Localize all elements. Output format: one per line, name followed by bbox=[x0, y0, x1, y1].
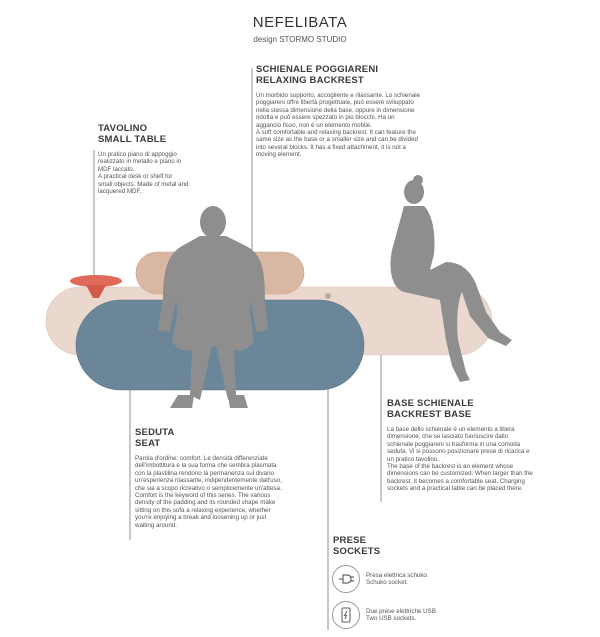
usb-socket-text: Due prese elettriche USB. Two USB socket… bbox=[366, 607, 438, 622]
backrest-base-title-en: BACKREST BASE bbox=[387, 409, 472, 420]
backrest-title-en: RELAXING BACKREST bbox=[256, 75, 364, 86]
socket-item-usb: Due prese elettriche USB. Two USB socket… bbox=[332, 601, 438, 629]
schuko-plug-icon bbox=[332, 565, 360, 593]
backrest-title-it: SCHIENALE POGGIARENI bbox=[256, 64, 379, 75]
seat-description: Parola d'ordine: comfort. Le densità dif… bbox=[135, 455, 282, 529]
schuko-socket-text: Presa elettrica schuko. Schuko socket. bbox=[366, 571, 429, 586]
backrest-base-description: La base dello schienale è un elemento a … bbox=[387, 426, 533, 493]
sockets-section: PRESE SOCKETS bbox=[333, 535, 473, 557]
seat-title-it: SEDUTA bbox=[135, 427, 175, 438]
page-subtitle: design STORMO STUDIO bbox=[253, 35, 347, 44]
sockets-title-it: PRESE bbox=[333, 535, 367, 546]
socket-dot bbox=[325, 293, 331, 299]
socket-item-schuko: Presa elettrica schuko. Schuko socket. bbox=[332, 565, 429, 593]
small-table-section: TAVOLINO SMALL TABLE Un pratico piano di… bbox=[98, 123, 238, 195]
backrest-description: Un morbido supporto, accogliente e rilas… bbox=[256, 92, 421, 159]
seat-title-en: SEAT bbox=[135, 438, 161, 449]
small-table-shape bbox=[70, 275, 122, 298]
page-title: NEFELIBATA bbox=[252, 14, 348, 31]
man-figure bbox=[158, 206, 268, 408]
small-table-title-it: TAVOLINO bbox=[98, 123, 148, 134]
backrest-base-section: BASE SCHIENALE BACKREST BASE La base del… bbox=[387, 398, 587, 493]
backrest-base-title-it: BASE SCHIENALE bbox=[387, 398, 474, 409]
seat-section: SEDUTA SEAT Parola d'ordine: comfort. Le… bbox=[135, 427, 335, 529]
usb-icon bbox=[332, 601, 360, 629]
small-table-title-en: SMALL TABLE bbox=[98, 134, 167, 145]
backrest-section: SCHIENALE POGGIARENI RELAXING BACKREST U… bbox=[256, 64, 486, 159]
small-table-description: Un pratico piano di appoggio realizzato … bbox=[98, 151, 189, 196]
woman-figure bbox=[390, 175, 512, 382]
sockets-title-en: SOCKETS bbox=[333, 546, 381, 557]
